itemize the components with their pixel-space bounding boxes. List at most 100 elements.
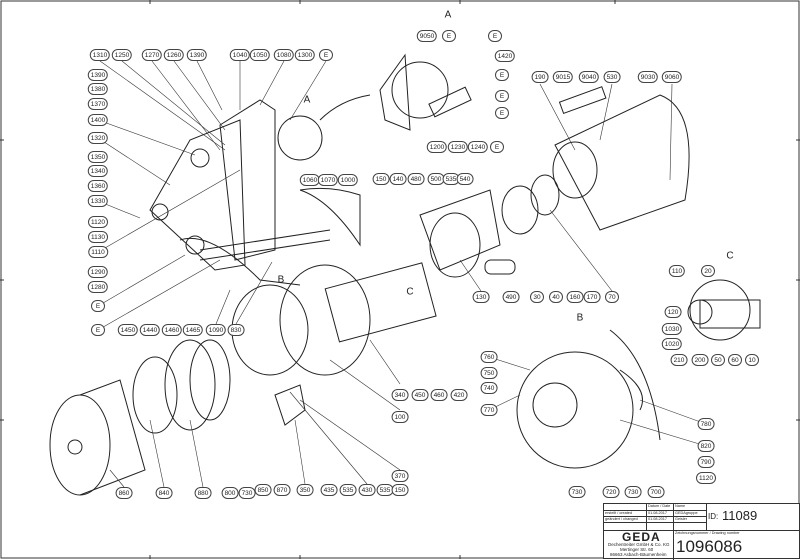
callout-1290: 1290 bbox=[87, 266, 109, 278]
callout-160: 160 bbox=[566, 291, 584, 303]
callout-1240: 1240 bbox=[467, 141, 489, 153]
callout-340: 340 bbox=[391, 389, 409, 401]
callout-740: 740 bbox=[480, 382, 498, 394]
callout-820: 820 bbox=[697, 440, 715, 452]
callout-535: 535 bbox=[339, 484, 357, 496]
callout-130: 130 bbox=[472, 291, 490, 303]
callout-480: 480 bbox=[407, 173, 425, 185]
callout-1070: 1070 bbox=[317, 174, 339, 186]
callout-720: 720 bbox=[602, 486, 620, 498]
callout-490: 490 bbox=[502, 291, 520, 303]
callout-540: 540 bbox=[456, 173, 474, 185]
company-street: Mertinger Str. 60 bbox=[620, 547, 654, 552]
callout-70: 70 bbox=[605, 291, 619, 303]
created-date: 01.08.2017 bbox=[648, 511, 668, 515]
detail-label-b: B bbox=[576, 312, 584, 324]
company-city: 86663 Asbach-Bäumenheim bbox=[610, 552, 667, 557]
callout-110: 110 bbox=[668, 265, 686, 277]
callout-1280: 1280 bbox=[87, 281, 109, 293]
callout-370: 370 bbox=[391, 470, 409, 482]
callout-200: 200 bbox=[691, 354, 709, 366]
callout-730: 730 bbox=[568, 486, 586, 498]
callout-1260: 1260 bbox=[163, 49, 185, 61]
callout-1120: 1120 bbox=[88, 216, 108, 228]
callout-1120: 1120 bbox=[696, 472, 716, 484]
callout-1230: 1230 bbox=[447, 141, 469, 153]
callout-9040: 9040 bbox=[578, 71, 600, 83]
callout-e: E bbox=[91, 300, 105, 312]
callout-e: E bbox=[495, 107, 509, 119]
callout-1110: 1110 bbox=[88, 246, 108, 258]
callout-435: 435 bbox=[320, 484, 338, 496]
callout-530: 530 bbox=[603, 71, 621, 83]
callout-e: E bbox=[488, 30, 502, 42]
callout-e: E bbox=[319, 49, 333, 61]
callout-460: 460 bbox=[430, 389, 448, 401]
detail-label-b: B bbox=[277, 274, 285, 286]
callout-450: 450 bbox=[411, 389, 429, 401]
callout-1370: 1370 bbox=[87, 98, 109, 110]
callout-1465: 1465 bbox=[182, 324, 204, 336]
callout-150: 150 bbox=[372, 173, 390, 185]
callout-730: 730 bbox=[624, 486, 642, 498]
callout-1390: 1390 bbox=[186, 49, 208, 61]
created-label: erstellt / created bbox=[605, 511, 633, 515]
title-block: Datum / Date Name erstellt / created 01.… bbox=[603, 503, 800, 560]
leader-lines bbox=[97, 60, 707, 488]
callout-e: E bbox=[495, 90, 509, 102]
callout-e: E bbox=[91, 324, 105, 336]
callout-1450: 1450 bbox=[117, 324, 139, 336]
detail-label-a: A bbox=[444, 9, 452, 21]
callout-1090: 1090 bbox=[205, 324, 227, 336]
callout-1000: 1000 bbox=[337, 174, 359, 186]
callout-30: 30 bbox=[530, 291, 544, 303]
detail-label-c: C bbox=[726, 250, 734, 262]
callout-1350: 1350 bbox=[87, 151, 109, 163]
callout-790: 790 bbox=[697, 456, 715, 468]
detail-label-c: C bbox=[406, 286, 414, 298]
callout-860: 860 bbox=[115, 487, 133, 499]
callout-780: 780 bbox=[697, 418, 715, 430]
callout-170: 170 bbox=[583, 291, 601, 303]
changed-label: geändert / changed bbox=[605, 517, 638, 521]
callout-1340: 1340 bbox=[87, 165, 109, 177]
id-label: ID: bbox=[708, 512, 719, 521]
callout-20: 20 bbox=[701, 265, 715, 277]
callout-9050: 9050 bbox=[416, 30, 438, 42]
callout-190: 190 bbox=[531, 71, 549, 83]
callout-210: 210 bbox=[670, 354, 688, 366]
callout-770: 770 bbox=[480, 404, 498, 416]
callout-1200: 1200 bbox=[426, 141, 448, 153]
callout-730: 730 bbox=[238, 487, 256, 499]
callout-430: 430 bbox=[358, 484, 376, 496]
detail-label-a: A bbox=[303, 94, 311, 106]
drawing-number: 1096086 bbox=[676, 537, 743, 556]
callout-880: 880 bbox=[194, 487, 212, 499]
callout-60: 60 bbox=[728, 354, 742, 366]
callout-850: 850 bbox=[254, 484, 272, 496]
callout-1390: 1390 bbox=[87, 69, 109, 81]
callout-1420: 1420 bbox=[494, 50, 516, 62]
callout-9060: 9060 bbox=[661, 71, 683, 83]
id-value: 11089 bbox=[722, 508, 758, 523]
callout-1040: 1040 bbox=[229, 49, 251, 61]
drawing-number-label: Zeichnungsnummer / Drawing number bbox=[675, 531, 740, 535]
callout-1360: 1360 bbox=[87, 180, 109, 192]
callout-e: E bbox=[490, 141, 504, 153]
date-header: Datum / Date bbox=[648, 504, 671, 508]
callout-40: 40 bbox=[549, 291, 563, 303]
callout-1130: 1130 bbox=[88, 231, 108, 243]
callout-1300: 1300 bbox=[294, 49, 316, 61]
callout-1080: 1080 bbox=[273, 49, 295, 61]
callout-870: 870 bbox=[273, 484, 291, 496]
callout-10: 10 bbox=[745, 354, 759, 366]
callout-1250: 1250 bbox=[111, 49, 133, 61]
callout-50: 50 bbox=[711, 354, 725, 366]
name-header: Name bbox=[675, 504, 686, 508]
part-geometry bbox=[49, 53, 761, 496]
callout-830: 830 bbox=[227, 324, 245, 336]
callout-9030: 9030 bbox=[637, 71, 659, 83]
callout-1330: 1330 bbox=[87, 195, 109, 207]
callout-1440: 1440 bbox=[139, 324, 161, 336]
